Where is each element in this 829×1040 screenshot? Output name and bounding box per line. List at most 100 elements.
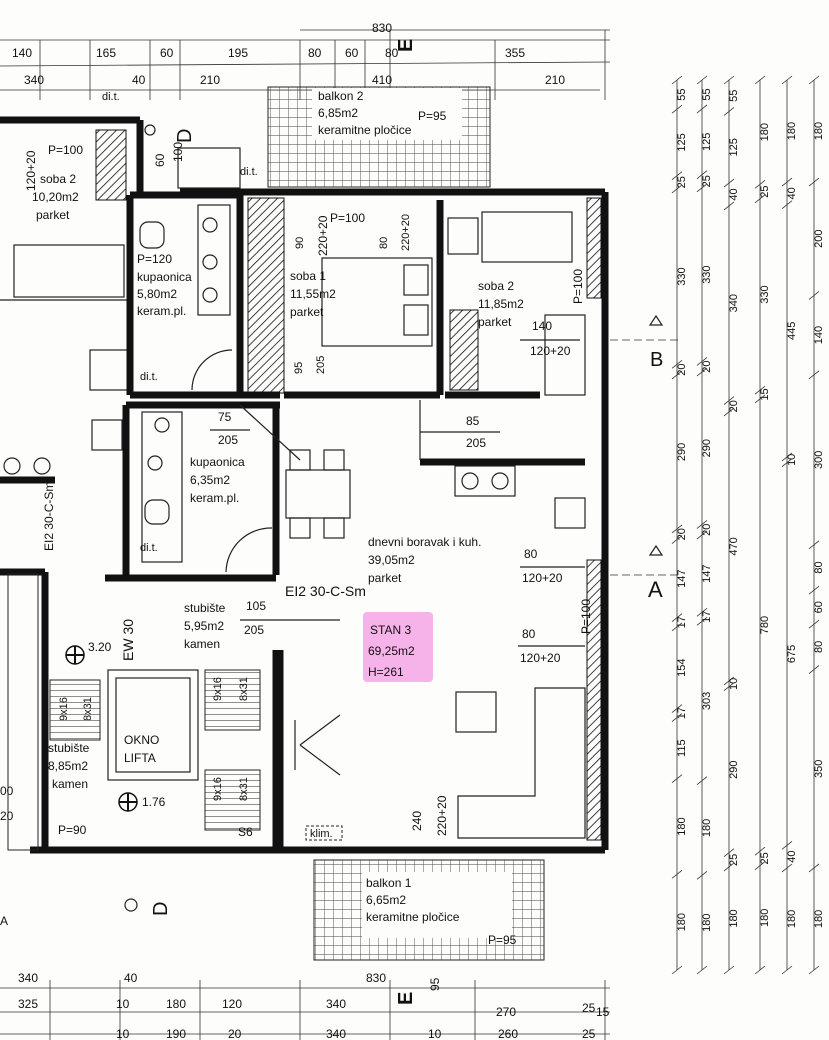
dim-right-label: 300 [813,451,825,469]
stove-right [554,497,586,529]
stair-flight-right [204,669,261,731]
dim-tick [723,75,735,85]
dim-top-d: 195 [228,46,248,60]
dim-top-c: 60 [160,46,174,60]
soba2r-p: P=100 [571,269,585,304]
dim-tick [671,713,683,722]
door-label-95: 95 [293,362,305,374]
balkon1-p: P=95 [488,933,517,947]
dim-tick [808,585,820,595]
dim-right-label: 180 [759,909,771,927]
section-e-top: E [395,39,417,52]
stub-top-floor: kamen [184,637,220,651]
kup-mid-name: kupaonica [190,455,245,469]
dim-tick [696,104,708,114]
stair-flight-left [49,679,101,741]
dim-right-label: 10 [786,454,798,466]
dim-tick [696,608,708,617]
wall-ew: EW 30 [120,619,136,661]
dining-table [285,469,351,519]
soba2r-name: soba 2 [478,279,514,293]
dim-bot-2d: 120 [222,997,242,1011]
dim-tick [754,846,766,856]
balkon1-area: 6,65m2 [366,893,406,907]
left-soba2-win: 120+20 [24,150,38,191]
dim-top-h: 355 [505,46,525,60]
dim-bot-3d: 340 [326,1027,346,1040]
left-sink [3,457,21,475]
dim-tick [808,177,820,187]
dim-right-label: 180 [813,122,825,140]
dim-right-label: 180 [759,123,771,141]
dim-right-label: 20 [728,400,740,412]
coffee-table [455,691,497,733]
dim-bot-1d: 95 [428,977,442,991]
dim-top-e: 80 [308,46,322,60]
dim-tick [696,357,708,366]
dim-right-label: 350 [813,760,825,778]
dim-right-label: 180 [786,910,798,928]
dim-right-label: 125 [728,138,740,156]
stub-bot-name: stubište [48,741,90,755]
kup-top-name: kupaonica [137,270,192,284]
soba1-floor: parket [290,305,324,319]
dim-right-label: 25 [759,852,771,864]
dim-right-label: 80 [813,641,825,653]
dim-tick [671,613,683,623]
dim-tick [696,616,708,626]
pillow-1 [403,264,429,296]
dim-bot-2g: 25 [582,1001,596,1015]
left-sink-2 [33,457,51,475]
soba1-area: 11,55m2 [290,287,336,301]
left-wardrobe [95,129,127,201]
dim-tick [671,965,683,975]
dim-tick [671,524,683,534]
dim-tick [671,359,683,369]
dim-right-label: 20 [701,524,713,536]
dim-tick [808,540,820,550]
dim-tick [808,665,820,674]
sofa [457,687,586,839]
stair-c: 9x16 [212,677,224,701]
dim-bot-3e: 10 [428,1027,442,1040]
dim-bot-1a: 340 [18,971,38,985]
kup-top-floor: keram.pl. [137,304,186,318]
dim-top-k: 210 [200,73,220,87]
balcony-2-label-bg [312,88,462,140]
dim-right-label: 20 [676,363,688,375]
dim-top-f: 60 [345,46,359,60]
single-bed [481,211,573,263]
dim-tick [723,107,735,116]
dim-bot-2a: 325 [18,997,38,1011]
dim-tick [808,291,820,300]
dim-right-label: 25 [676,176,688,188]
dim-tick [671,774,683,784]
dim-right-label: 303 [701,692,713,710]
kitchen-sink [454,465,516,497]
dnevni-name: dnevni boravak i kuh. [368,535,481,549]
apartment-highlight [363,612,433,682]
dim-tick [808,619,820,629]
dim-tick [723,862,735,872]
dim-tick [808,965,820,975]
apartment-height: H=261 [368,665,404,679]
dim-tick [781,200,793,210]
toilet-mid [144,499,170,525]
dim-tick [696,965,708,975]
stair-f: 8x31 [238,777,250,801]
dim-bot-2f: 270 [496,1005,516,1019]
dim-bot-2e: 340 [326,997,346,1011]
dim-tick [754,385,766,395]
dit-low: di.t. [140,542,158,554]
dim-top-j: 40 [132,73,146,87]
dim-tick [723,178,735,188]
dim-tick [671,704,683,713]
dim-tick [723,396,735,405]
dnevni-area: 39,05m2 [368,553,415,567]
dim-right-label: 180 [786,122,798,140]
kup-mid-floor: keram.pl. [190,491,239,505]
pillow-2 [403,304,429,336]
sink-top-2 [202,254,218,270]
left-soba2-floor: parket [36,208,70,222]
